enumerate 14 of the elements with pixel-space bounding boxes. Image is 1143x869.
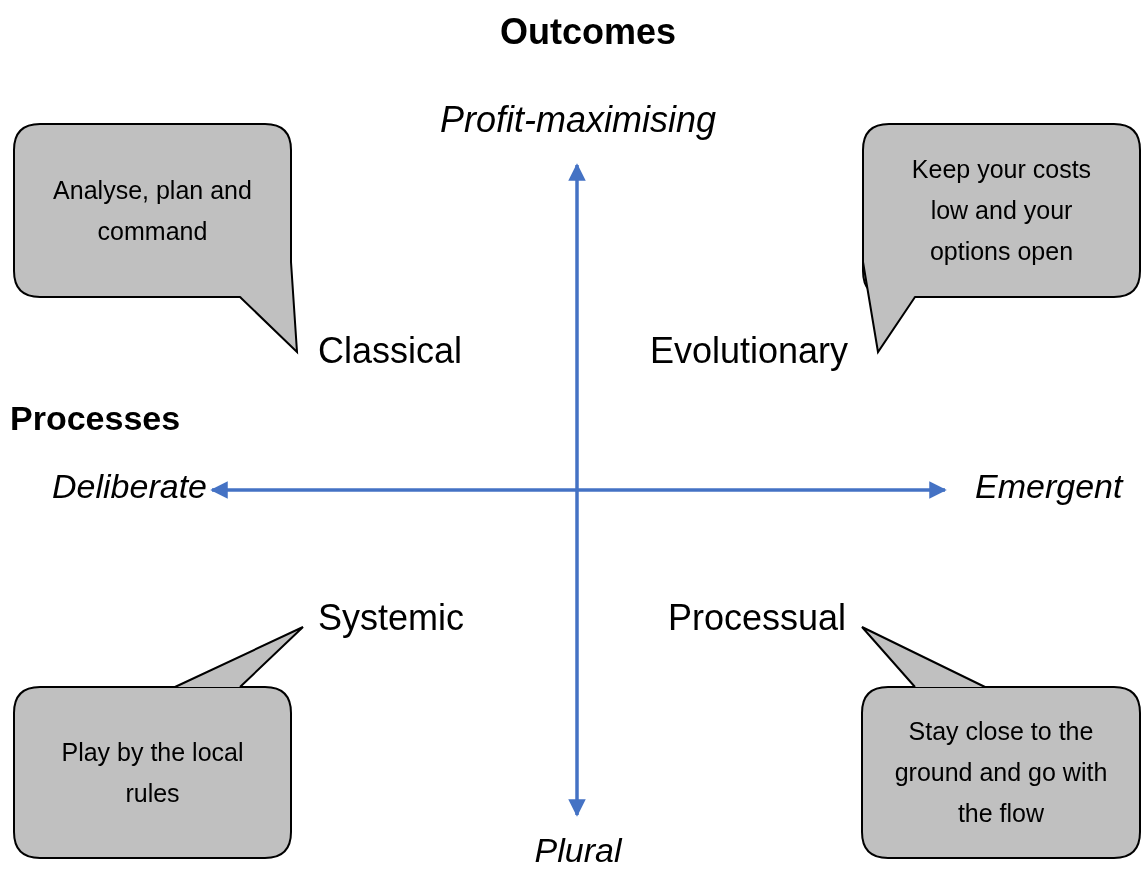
axis-end-label: Emergent: [975, 469, 1123, 503]
axis-end-label: Profit-maximising: [440, 102, 716, 138]
quadrant-label: Systemic: [318, 600, 465, 636]
quadrant-label: Processual: [668, 600, 847, 636]
bubble-text: Keep your costs low and your options open: [910, 154, 1093, 267]
bubble-text: Analyse, plan and command: [52, 174, 253, 247]
axis-title: Outcomes: [500, 14, 676, 50]
bubble-text: Stay close to the ground and go with the flow: [894, 716, 1108, 829]
axis-title: Processes: [10, 401, 181, 435]
axis-end-label: Plural: [534, 833, 622, 867]
quadrant-label: Evolutionary: [650, 333, 849, 369]
bubble-text: Play by the local rules: [60, 736, 245, 809]
quadrant-label: Classical: [318, 333, 463, 369]
axis-end-label: Deliberate: [52, 469, 207, 503]
